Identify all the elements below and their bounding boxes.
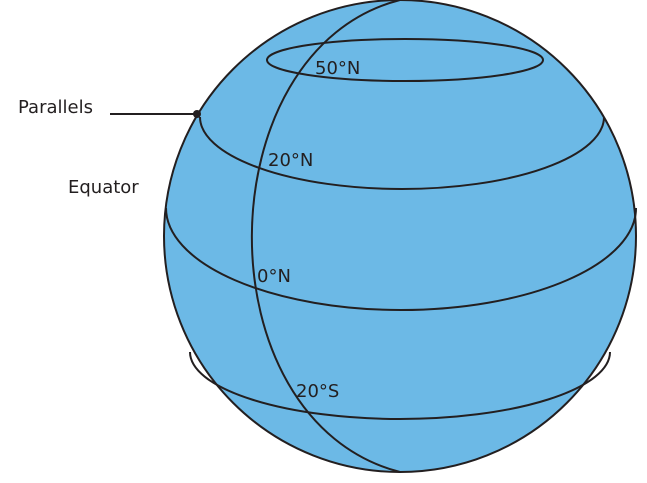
label-20s: 20°S <box>296 381 339 402</box>
label-50n: 50°N <box>315 58 360 79</box>
parallels-label: Parallels <box>18 97 93 118</box>
globe <box>163 0 637 473</box>
equator-label: Equator <box>68 177 139 198</box>
label-0n: 0°N <box>257 266 291 287</box>
equator-line <box>165 207 637 311</box>
parallels-pointer-dot <box>193 110 201 118</box>
parallel-20n-line <box>199 116 605 190</box>
label-20n: 20°N <box>268 150 313 171</box>
parallel-50n-line <box>265 38 545 82</box>
meridian-line <box>250 0 401 473</box>
parallel-20s-line <box>189 351 611 420</box>
